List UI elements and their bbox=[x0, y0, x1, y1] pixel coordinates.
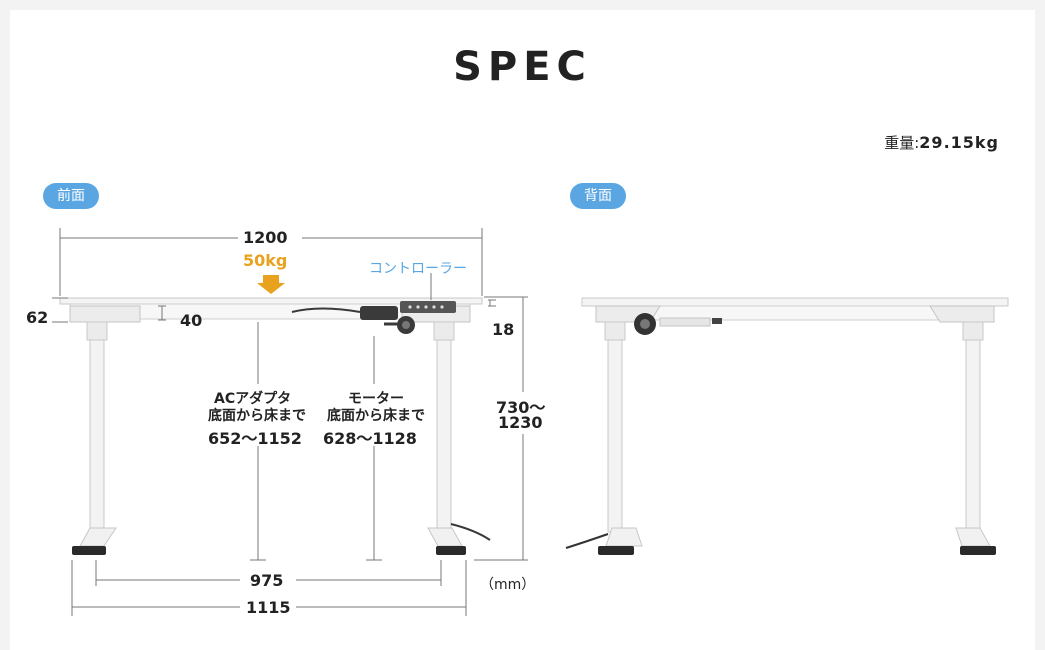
load-capacity-label: 50kg bbox=[243, 251, 288, 270]
controller-label: コントローラー bbox=[369, 261, 467, 277]
right-thickness-label: 18 bbox=[492, 320, 515, 339]
front-desk bbox=[59, 297, 491, 555]
weight-value: 29.15kg bbox=[919, 133, 999, 152]
motor-label-line3: 628〜1128 bbox=[323, 429, 417, 448]
motor-label-line1: モーター bbox=[348, 391, 404, 407]
front-dimension-lines bbox=[52, 228, 528, 616]
height-range-line1: 730〜 bbox=[496, 398, 546, 417]
height-range-line2: 1230 bbox=[498, 413, 543, 432]
adapter-label-line3: 652〜1152 bbox=[208, 429, 302, 448]
load-arrow-icon bbox=[257, 275, 285, 294]
unit-label: （mm） bbox=[480, 577, 536, 593]
top-thickness-label: 62 bbox=[26, 308, 49, 327]
back-desk bbox=[565, 297, 1009, 555]
front-view-badge: 前面 bbox=[43, 183, 99, 209]
foot-width-label: 1115 bbox=[246, 598, 291, 617]
weight-spec: 重量:29.15kg bbox=[884, 132, 999, 153]
page-title: SPEC bbox=[453, 44, 592, 90]
width-1200-label: 1200 bbox=[243, 228, 288, 247]
adapter-label-line1: ACアダプタ bbox=[214, 391, 292, 407]
inner-width-label: 975 bbox=[250, 571, 284, 590]
frame-height-label: 40 bbox=[180, 311, 203, 330]
motor-label-line2: 底面から床まで bbox=[327, 408, 425, 424]
back-view-badge: 背面 bbox=[570, 183, 626, 209]
weight-label: 重量: bbox=[884, 134, 920, 152]
adapter-label-line2: 底面から床まで bbox=[208, 408, 306, 424]
